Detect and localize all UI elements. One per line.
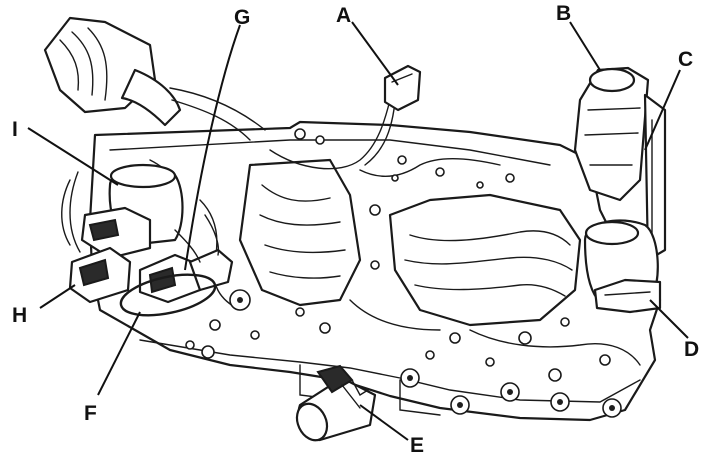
- valve-body: [88, 120, 662, 422]
- leader-b: [569, 21, 601, 71]
- label-a: A: [336, 4, 351, 27]
- label-e: E: [410, 434, 424, 457]
- label-g: G: [234, 6, 250, 29]
- leader-a: [351, 21, 399, 86]
- o-ring-f: [119, 273, 217, 317]
- label-b: B: [556, 2, 571, 25]
- harness-connector: [43, 16, 266, 141]
- leader-c: [644, 69, 681, 151]
- leader-d: [649, 299, 689, 339]
- solenoid-e: [295, 364, 377, 442]
- leader-g: [184, 24, 241, 271]
- leader-e: [359, 404, 409, 441]
- solenoid-b: [573, 66, 650, 202]
- leader-h: [39, 284, 76, 309]
- connector-h: [68, 246, 132, 304]
- connector-a: [269, 64, 422, 170]
- callout-labels: A B C D E F G H I: [12, 2, 699, 457]
- label-h: H: [12, 304, 27, 327]
- label-i: I: [12, 118, 18, 141]
- leader-lines: [27, 21, 689, 441]
- solenoid-i: [61, 163, 184, 260]
- label-d: D: [684, 338, 699, 361]
- label-c: C: [678, 48, 693, 71]
- leader-f: [97, 311, 141, 396]
- solenoid-d: [583, 219, 662, 314]
- label-f: F: [84, 402, 97, 425]
- leader-i: [27, 127, 119, 186]
